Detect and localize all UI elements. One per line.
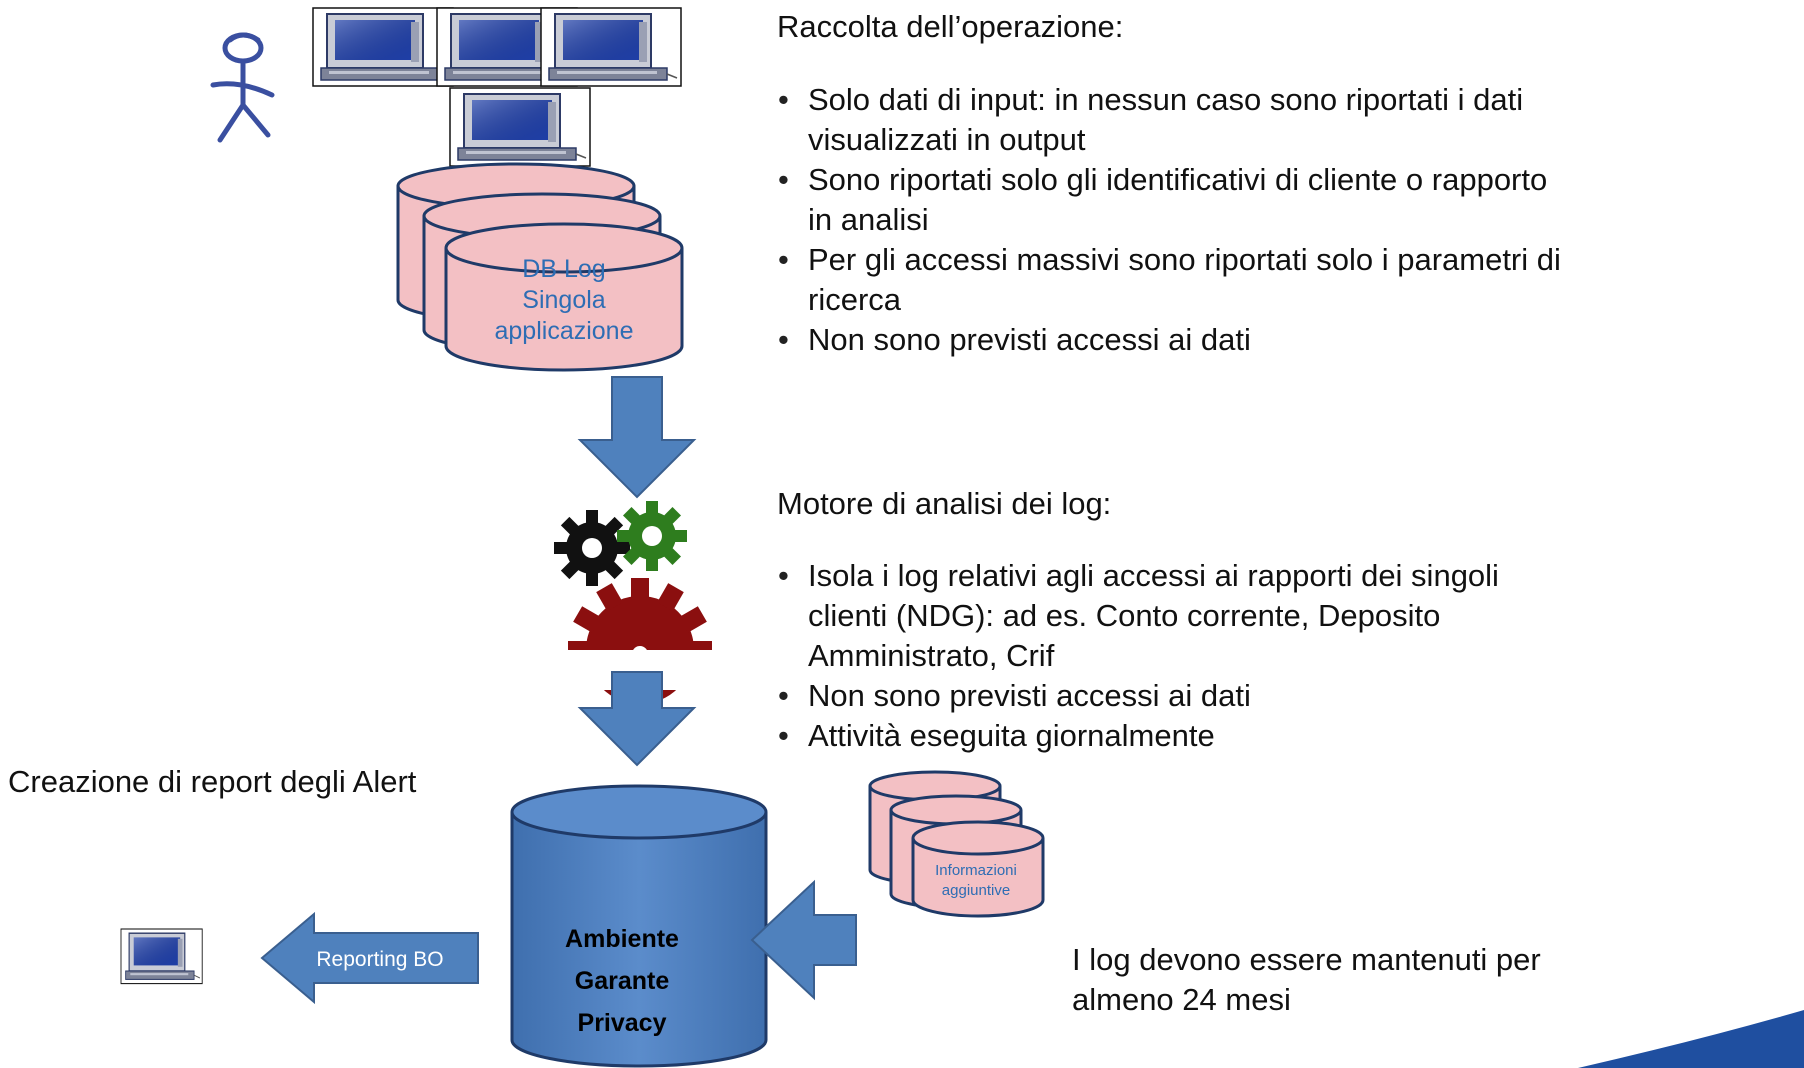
down-arrow-1-icon — [577, 376, 697, 499]
db-log-label-2: Singola — [522, 286, 605, 314]
central-db-label-2: Garante — [575, 967, 670, 995]
central-db-cylinder — [510, 784, 768, 1068]
top-bullet-1: Solo dati di input: in nessun caso sono … — [770, 80, 1570, 160]
middle-bullet-1: Isola i log relativi agli accessi ai rap… — [770, 556, 1570, 676]
user-stick-figure-icon — [210, 32, 275, 143]
top-section-bullets: Solo dati di input: in nessun caso sono … — [770, 80, 1570, 360]
extra-info-label-2: aggiuntive — [942, 882, 1010, 899]
down-arrow-2-icon — [577, 671, 697, 767]
reporting-bo-label: Reporting BO — [316, 948, 443, 971]
gears-icon — [554, 501, 720, 704]
db-log-label-3: applicazione — [495, 317, 634, 345]
top-bullet-4: Non sono previsti accessi ai dati — [770, 320, 1570, 360]
middle-bullet-3: Attività eseguita giornalmente — [770, 716, 1570, 756]
top-section-title: Raccolta dell’operazione: — [777, 9, 1124, 44]
middle-bullet-2: Non sono previsti accessi ai dati — [770, 676, 1570, 716]
top-bullet-2: Sono riportati solo gli identificativi d… — [770, 160, 1570, 240]
alert-report-text: Creazione di report degli Alert — [8, 764, 417, 799]
corner-decoration — [1578, 1010, 1804, 1068]
middle-section-bullets: Isola i log relativi agli accessi ai rap… — [770, 556, 1570, 756]
central-db-label-1: Ambiente — [565, 925, 679, 953]
db-log-label-1: DB Log — [522, 255, 605, 283]
left-arrow-extra-info-icon — [750, 879, 857, 1001]
terminal-1-icon — [312, 7, 454, 87]
middle-section-title: Motore di analisi dei log: — [777, 486, 1112, 521]
extra-info-label-1: Informazioni — [935, 862, 1017, 879]
extra-info-db-stack — [868, 770, 1045, 918]
retention-note: I log devono essere mantenuti per almeno… — [1072, 942, 1541, 1017]
top-bullet-3: Per gli accessi massivi sono riportati s… — [770, 240, 1570, 320]
central-db-label-3: Privacy — [578, 1009, 667, 1037]
reporting-bo-arrow — [260, 911, 479, 1005]
report-terminal-icon — [120, 928, 203, 985]
terminal-4-icon — [449, 87, 591, 167]
db-log-stack — [396, 162, 684, 372]
terminal-3-icon — [540, 7, 682, 87]
